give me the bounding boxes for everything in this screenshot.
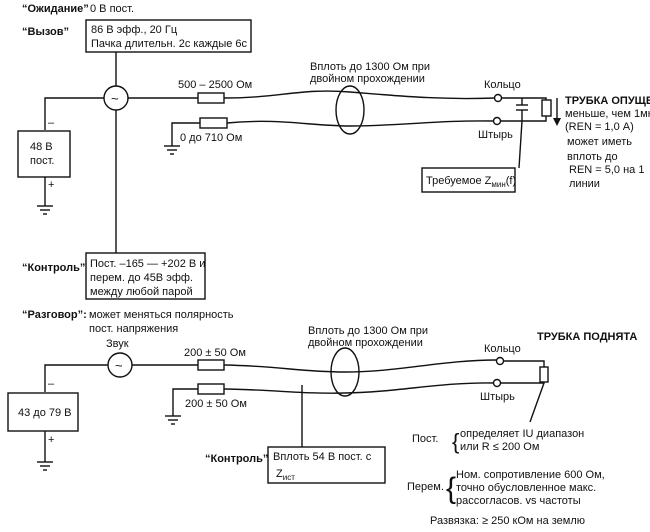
tip-node-label: Штырь	[480, 391, 515, 403]
zmin-box	[421, 167, 516, 193]
loop-text: Вплоть до 1300 Ом при	[308, 325, 428, 337]
control-box	[85, 252, 206, 300]
wire	[500, 97, 547, 122]
battery-plus: +	[48, 434, 54, 446]
resistor-icon	[197, 92, 225, 104]
tip-wire	[226, 120, 494, 127]
wire	[44, 97, 104, 130]
ring-resistor-label: 200 ± 50 Ом	[184, 347, 246, 359]
ring-terminal	[495, 356, 505, 366]
tip-node-label: Штырь	[478, 129, 513, 141]
ground-icon	[165, 415, 181, 425]
talk-label: “Разговор”:	[22, 309, 87, 321]
offhook-label: ТРУБКА ПОДНЯТА	[537, 331, 637, 343]
tip-terminal	[492, 378, 502, 388]
battery-text: пост.	[30, 155, 54, 167]
idle-value: 0 В пост.	[90, 3, 134, 15]
brace-icon: {	[446, 472, 456, 505]
ring-box	[85, 19, 252, 53]
battery-box	[17, 130, 71, 178]
sound-label: Звук	[106, 338, 129, 350]
ac-text: точно обусловленное макс.	[456, 482, 596, 494]
tip-terminal	[492, 116, 502, 126]
resistor-icon	[197, 383, 225, 395]
loop-ellipse	[330, 347, 360, 397]
svg-text:меньше, чем 1мкА: меньше, чем 1мкА	[565, 108, 650, 120]
resistor-icon	[197, 359, 225, 371]
talk-text: может меняться полярность	[89, 309, 234, 321]
ring-terminal	[493, 93, 503, 103]
ground-icon	[164, 145, 180, 155]
idle-label: “Ожидание”	[22, 3, 89, 15]
loop-text: двойном прохождении	[308, 337, 423, 349]
svg-text:вплоть до: вплоть до	[567, 151, 618, 163]
tip-resistor-label: 0 до 710 Ом	[180, 132, 242, 144]
dc-text: или R ≤ 200 Ом	[460, 441, 539, 453]
svg-text:ТРУБКА ОПУЩЕНА: ТРУБКА ОПУЩЕНА	[565, 95, 650, 107]
ac-text: рассогласов. vs частоты	[456, 495, 581, 507]
ring-box-line: 86 В эфф., 20 Гц	[91, 24, 178, 36]
ring-wire	[223, 90, 496, 100]
brace-icon: {	[452, 429, 459, 454]
control-box	[267, 446, 386, 484]
control-label: “Контроль”	[205, 453, 268, 465]
wire	[529, 382, 545, 423]
svg-text:Требуемое Zмин(f): Требуемое Zмин(f)	[426, 175, 516, 189]
control-box-text: Вплоть 54 В пост. с	[273, 451, 372, 463]
loop-text: двойном прохождении	[310, 73, 425, 85]
top-circuit: “Ожидание” 0 В пост. “Вызов” 86 В эфф., …	[17, 3, 650, 300]
svg-text:может иметь: может иметь	[567, 136, 632, 148]
ac-label: Перем.	[407, 481, 444, 493]
ring-resistor-label: 500 – 2500 Ом	[178, 79, 252, 91]
onhook-note: ТРУБКА ОПУЩЕНА меньше, чем 1мкА (REN = 1…	[565, 95, 650, 190]
loop-ellipse	[335, 85, 365, 135]
ring-node-label: Кольцо	[484, 79, 521, 91]
resistor-icon	[199, 117, 228, 129]
sine-icon: ~	[115, 358, 123, 373]
ring-node-label: Кольцо	[484, 343, 521, 355]
wire	[500, 378, 545, 384]
ac-text: Ном. сопротивление 600 Ом,	[456, 469, 605, 481]
svg-text:линии: линии	[569, 178, 600, 190]
svg-text:(REN = 1,0 А): (REN = 1,0 А)	[565, 121, 634, 133]
tip-resistor-label: 200 ± 50 Ом	[185, 398, 247, 410]
ground-icon	[37, 205, 53, 215]
ring-box-line: Пачка длительн. 2с каждые 6с	[91, 38, 248, 50]
ring-label: “Вызов”	[22, 26, 69, 38]
loop-text: Вплоть до 1300 Ом при	[310, 61, 430, 73]
battery-plus: +	[48, 179, 54, 191]
svg-text:Zист: Zист	[276, 468, 295, 482]
wire	[172, 388, 198, 416]
battery-box	[7, 392, 79, 432]
control-box-line: Пост. –165 — +202 В и	[90, 258, 205, 270]
control-box-line: между любой парой	[90, 286, 193, 298]
resistor-icon	[539, 366, 549, 383]
wire	[518, 120, 523, 169]
talk-text: пост. напряжения	[89, 323, 178, 335]
wire	[171, 122, 200, 146]
battery-text: 43 до 79 В	[18, 407, 72, 419]
tip-wire	[223, 382, 495, 394]
battery-text: 48 В	[30, 141, 53, 153]
wire	[503, 360, 545, 368]
battery-minus: –	[48, 378, 55, 390]
dc-label: Пост.	[412, 433, 438, 445]
sine-icon: ~	[111, 91, 119, 106]
wire	[44, 364, 108, 392]
resistor-icon	[541, 99, 552, 117]
control-box-line: перем. до 45В эфф.	[90, 272, 193, 284]
ground-icon	[37, 461, 53, 471]
arrow-icon	[553, 118, 561, 126]
ring-wire	[223, 359, 498, 373]
battery-minus: –	[48, 117, 55, 129]
bottom-circuit: “Разговор”: может меняться полярность по…	[7, 309, 637, 527]
dc-text: определяет IU диапазон	[460, 428, 584, 440]
control-label: “Контроль”	[22, 262, 85, 274]
svg-text:REN = 5,0 на 1: REN = 5,0 на 1	[569, 164, 644, 176]
isolation-text: Развязка: ≥ 250 кОм на землю	[430, 515, 585, 527]
